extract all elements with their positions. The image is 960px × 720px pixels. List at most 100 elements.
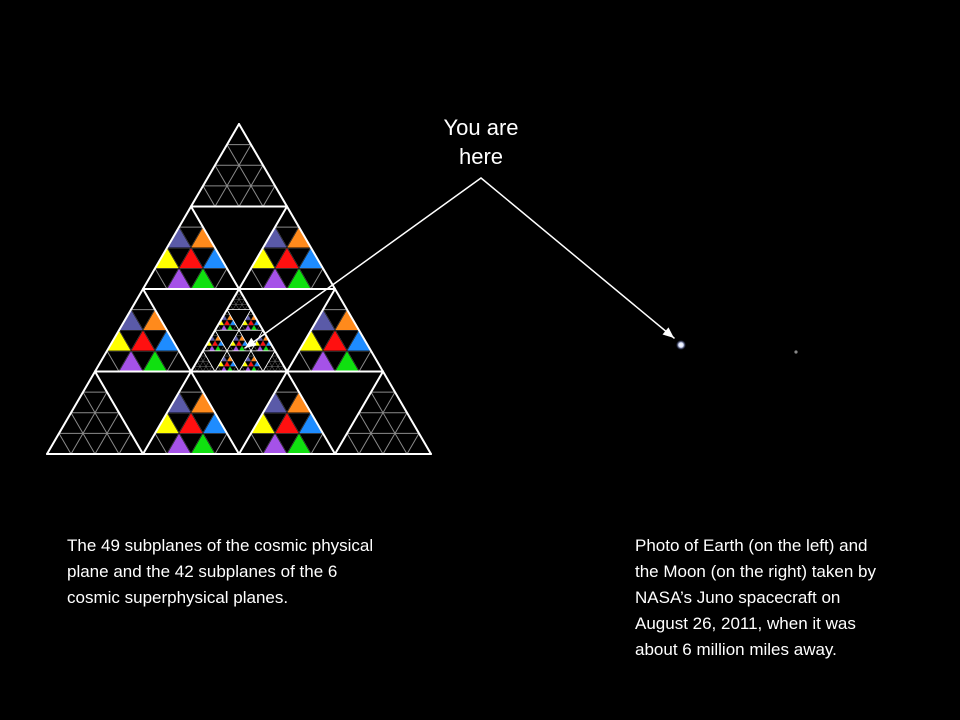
subplane-orange bbox=[142, 309, 168, 331]
grid-line bbox=[58, 432, 72, 455]
moon-dot bbox=[794, 350, 798, 354]
subplane-orange bbox=[334, 309, 360, 331]
subplane-purple bbox=[262, 267, 288, 290]
grid-line bbox=[241, 324, 246, 331]
subplane-blue bbox=[154, 329, 180, 352]
subplane-purple bbox=[166, 432, 192, 455]
subplane-red bbox=[223, 319, 231, 326]
subplane-green bbox=[250, 324, 258, 331]
grid-line bbox=[358, 350, 372, 372]
subplane-purple bbox=[232, 345, 240, 351]
subplane-orange bbox=[190, 226, 216, 248]
label-line: You are bbox=[443, 115, 519, 140]
subplane-yellow bbox=[154, 412, 180, 434]
caption-line: about 6 million miles away. bbox=[635, 640, 837, 659]
grid-line bbox=[154, 267, 168, 290]
grid-line bbox=[190, 205, 336, 455]
subplane-yellow bbox=[250, 412, 276, 434]
subplane-green bbox=[286, 432, 312, 455]
subplane-red bbox=[130, 329, 156, 352]
subplane-indigo bbox=[262, 226, 288, 248]
subplane-green bbox=[238, 345, 246, 351]
caption-line: cosmic superphysical planes. bbox=[67, 588, 289, 607]
subplane-yellow bbox=[250, 247, 276, 269]
subplane-orange bbox=[190, 391, 216, 413]
subplane-green bbox=[226, 324, 234, 331]
grid-line bbox=[253, 345, 258, 352]
grid-line bbox=[271, 355, 282, 372]
subplane-green bbox=[262, 345, 270, 351]
grid-line bbox=[196, 355, 207, 372]
subplane-purple bbox=[118, 350, 144, 372]
grid-line bbox=[262, 350, 276, 372]
subplane-blue bbox=[298, 412, 324, 434]
subplane-blue bbox=[298, 247, 324, 269]
subplane-purple bbox=[220, 324, 228, 331]
subplane-indigo bbox=[166, 226, 192, 248]
subplane-indigo bbox=[310, 309, 336, 331]
grid-line bbox=[199, 355, 210, 372]
caption-line: the Moon (on the right) taken by bbox=[635, 562, 876, 581]
grid-line bbox=[94, 370, 144, 455]
grid-line bbox=[235, 293, 246, 310]
pointer-arrow-line bbox=[480, 177, 675, 339]
subplane-purple bbox=[208, 345, 216, 351]
grid-line bbox=[118, 432, 132, 455]
grid-line bbox=[70, 391, 108, 455]
caption-line: plane and the 42 subplanes of the 6 bbox=[67, 562, 338, 581]
grid-line bbox=[142, 205, 288, 455]
grid-line bbox=[214, 432, 228, 455]
grid-line bbox=[262, 185, 276, 207]
subplane-red bbox=[322, 329, 348, 352]
subplane-red bbox=[247, 360, 255, 367]
subplane-red bbox=[247, 319, 255, 326]
subplane-purple bbox=[256, 345, 264, 351]
subplane-indigo bbox=[118, 309, 144, 331]
subplane-purple bbox=[262, 432, 288, 455]
subplane-green bbox=[190, 267, 216, 290]
grid-line bbox=[232, 324, 237, 331]
subplane-blue bbox=[346, 329, 372, 352]
grid-line bbox=[250, 432, 264, 455]
subplane-indigo bbox=[262, 391, 288, 413]
subplane-red bbox=[223, 360, 231, 367]
grid-line bbox=[268, 355, 279, 372]
subplane-yellow bbox=[106, 329, 132, 352]
subplane-purple bbox=[310, 350, 336, 372]
subplane-red bbox=[211, 340, 219, 346]
subplane-red bbox=[178, 412, 204, 434]
subplane-orange bbox=[286, 226, 312, 248]
grid-line bbox=[334, 370, 384, 455]
caption-line: Photo of Earth (on the left) and bbox=[635, 536, 868, 555]
grid-line bbox=[310, 432, 324, 455]
grid-line bbox=[220, 345, 225, 352]
grid-line bbox=[202, 350, 216, 372]
grid-line bbox=[229, 345, 234, 352]
grid-line bbox=[214, 309, 252, 372]
grid-line bbox=[202, 185, 216, 207]
grid-line bbox=[358, 391, 396, 455]
you-are-here-label: You are here bbox=[411, 113, 551, 171]
grid-line bbox=[226, 309, 264, 372]
grid-line bbox=[82, 391, 120, 455]
grid-line bbox=[214, 144, 252, 207]
grid-line bbox=[250, 267, 264, 290]
grid-line bbox=[214, 267, 228, 290]
subplane-green bbox=[334, 350, 360, 372]
subplane-green bbox=[190, 432, 216, 455]
grid-line bbox=[406, 432, 420, 455]
subplane-green bbox=[286, 267, 312, 290]
subplane-yellow bbox=[154, 247, 180, 269]
subplane-red bbox=[235, 340, 243, 346]
grid-line bbox=[370, 391, 408, 455]
grid-line bbox=[154, 432, 168, 455]
subplane-yellow bbox=[298, 329, 324, 352]
grid-line bbox=[232, 293, 243, 310]
subplane-purple bbox=[244, 324, 252, 331]
subplane-purple bbox=[166, 267, 192, 290]
caption-line: NASA’s Juno spacecraft on bbox=[635, 588, 841, 607]
grid-line bbox=[298, 350, 312, 372]
grid-line bbox=[346, 432, 360, 455]
grid-line bbox=[226, 144, 264, 207]
